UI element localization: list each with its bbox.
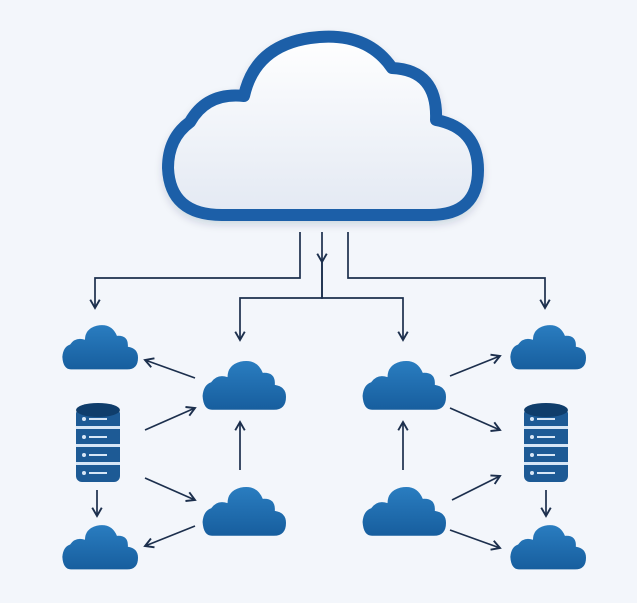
connector-to-left-top bbox=[89, 232, 301, 310]
main-cloud-icon bbox=[162, 30, 484, 221]
arrow-right-2 bbox=[449, 407, 502, 432]
connector-to-center-left bbox=[234, 262, 323, 342]
cloud-center-left-upper-icon bbox=[202, 360, 286, 410]
connector-to-center-right bbox=[321, 262, 409, 342]
arrow-right-4 bbox=[449, 529, 502, 551]
arrow-right-1 bbox=[449, 353, 502, 377]
connector-to-right-top bbox=[347, 232, 551, 310]
small-clouds bbox=[62, 325, 586, 570]
main-connectors bbox=[89, 232, 551, 342]
arrow-right-3 bbox=[451, 474, 502, 501]
cloud-right-bottom-icon bbox=[510, 525, 586, 570]
arrow-left-4 bbox=[143, 525, 196, 549]
cloud-center-left-lower-icon bbox=[202, 486, 286, 536]
node-connectors bbox=[91, 353, 552, 551]
server-right-icon bbox=[524, 403, 568, 482]
cloud-center-right-upper-icon bbox=[362, 360, 446, 410]
server-left-icon bbox=[76, 403, 120, 482]
arrow-left-2 bbox=[144, 406, 197, 431]
arrow-left-3 bbox=[144, 477, 197, 502]
arrow-left-1 bbox=[143, 357, 196, 379]
cloud-right-top-icon bbox=[510, 325, 586, 370]
cloud-left-top-icon bbox=[62, 325, 138, 370]
cloud-center-right-lower-icon bbox=[362, 486, 446, 536]
cloud-left-bottom-icon bbox=[62, 525, 138, 570]
